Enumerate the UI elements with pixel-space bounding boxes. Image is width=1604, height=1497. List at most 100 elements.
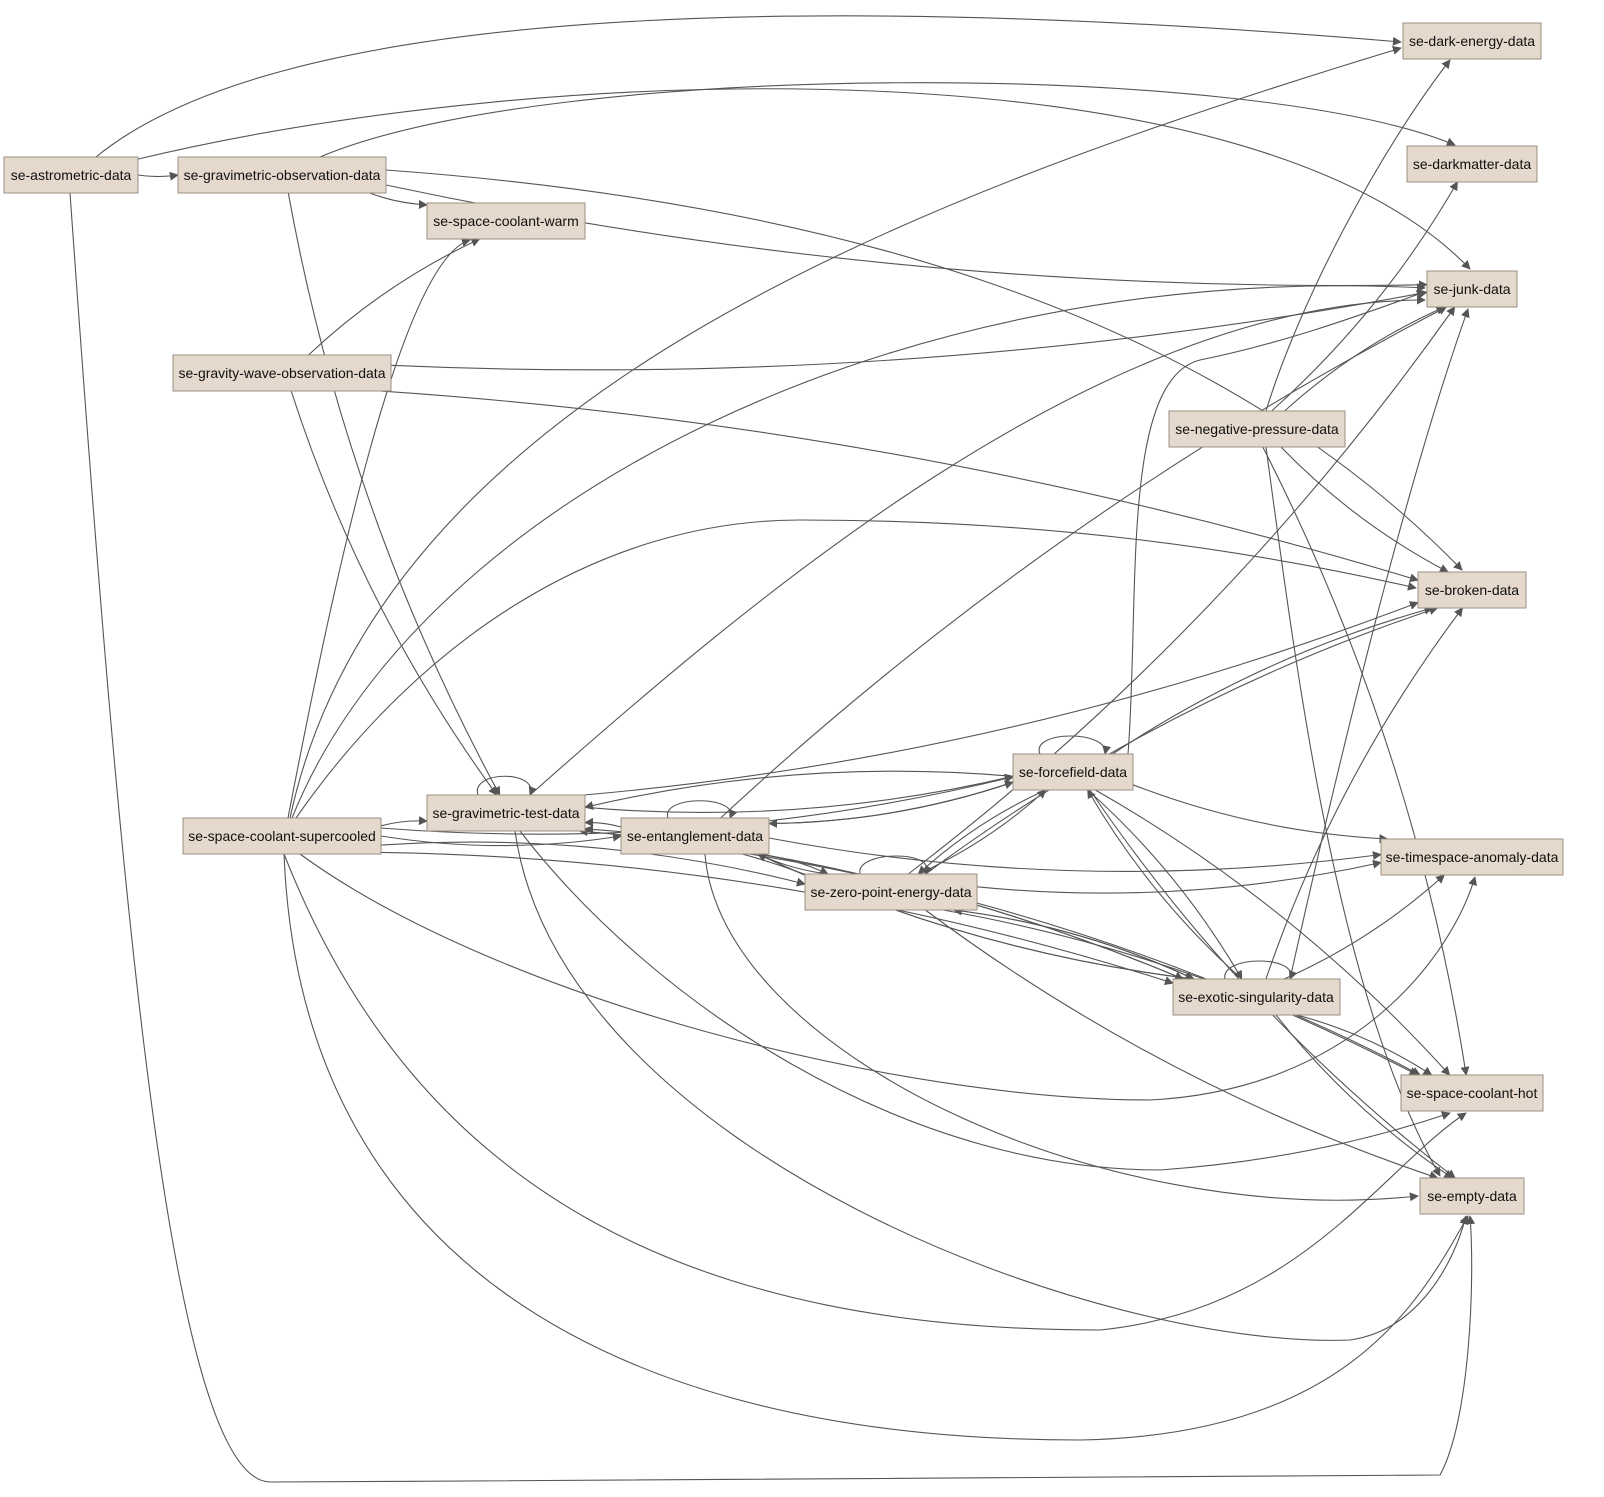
node-label: se-exotic-singularity-data: [1178, 989, 1334, 1005]
edge-ent-to-junk: [720, 306, 1448, 819]
node-label: se-entanglement-data: [627, 828, 763, 844]
node-zero-point-energy-data[interactable]: se-zero-point-energy-data: [804, 873, 978, 911]
edge-super-to-broken: [295, 519, 1417, 819]
node-label: se-empty-data: [1427, 1188, 1517, 1204]
edge-negp-to-broken: [1280, 446, 1449, 573]
edge-exotic-to-exotic: [1224, 960, 1298, 980]
edge-exotic-to-zpe: [952, 906, 1195, 980]
edge-exotic-to-hot: [1296, 1014, 1433, 1076]
edge-astro-to-gravobs: [137, 171, 179, 181]
node-dark-energy-data[interactable]: se-dark-energy-data: [1402, 22, 1542, 60]
edge-force-to-gtest: [584, 770, 1014, 810]
node-junk-data[interactable]: se-junk-data: [1426, 270, 1518, 308]
node-label: se-gravimetric-test-data: [432, 805, 579, 821]
edge-gravobs-to-gtest: [287, 192, 501, 796]
edge-super-to-hot: [283, 853, 1467, 1331]
edge-gtest-to-empty: [514, 830, 1469, 1341]
edges-layer: [69, 15, 1477, 1483]
edge-negp-to-hot: [1262, 446, 1470, 1076]
edge-force-to-exotic: [1087, 789, 1243, 980]
edge-zpe-to-hot: [942, 909, 1421, 1076]
edge-gravobs-to-warm: [369, 192, 428, 209]
edge-gtest-to-force: [584, 773, 1014, 813]
edge-gwave-to-gtest: [290, 390, 498, 796]
edge-force-to-tsa: [1132, 784, 1389, 844]
node-negative-pressure-data[interactable]: se-negative-pressure-data: [1168, 410, 1346, 448]
edge-gtest-to-hot: [519, 830, 1451, 1171]
edge-zpe-to-empty: [925, 909, 1439, 1180]
edge-super-to-tsa: [299, 853, 1477, 1101]
edge-super-to-dark: [289, 46, 1402, 819]
edge-super-to-zpe: [380, 841, 806, 887]
edge-negp-to-dm: [1271, 181, 1458, 412]
edge-ent-to-ent: [667, 800, 738, 819]
node-forcefield-data[interactable]: se-forcefield-data: [1012, 753, 1134, 791]
edge-gwave-to-broken: [380, 390, 1419, 583]
node-label: se-timespace-anomaly-data: [1386, 849, 1559, 865]
node-label: se-broken-data: [1425, 582, 1519, 598]
edge-exotic-to-empty: [1275, 1014, 1454, 1179]
node-label: se-gravity-wave-observation-data: [179, 365, 386, 381]
node-label: se-negative-pressure-data: [1175, 421, 1339, 437]
edge-super-to-ent: [380, 832, 622, 847]
edge-gtest-to-gtest: [476, 775, 538, 796]
node-label: se-darkmatter-data: [1413, 156, 1531, 172]
edge-gwave-to-warm: [308, 238, 481, 356]
edge-ent-to-tsa: [768, 837, 1382, 872]
edge-super-to-gtest: [380, 816, 428, 827]
node-space-coolant-supercooled[interactable]: se-space-coolant-supercooled: [182, 817, 382, 855]
edge-force-to-ent: [768, 781, 1014, 828]
node-label: se-gravimetric-observation-data: [184, 167, 381, 183]
edge-force-to-broken: [1112, 605, 1434, 755]
edge-zpe-to-broken: [925, 606, 1439, 875]
node-label: se-space-coolant-supercooled: [188, 828, 376, 844]
node-label: se-forcefield-data: [1019, 764, 1127, 780]
edge-exotic-to-broken: [1265, 607, 1464, 980]
node-label: se-astrometric-data: [11, 167, 132, 183]
node-gravimetric-test-data[interactable]: se-gravimetric-test-data: [426, 794, 586, 832]
edge-astro-to-empty: [69, 192, 1476, 1483]
edge-gwave-to-junk: [390, 289, 1428, 371]
node-gravimetric-observation-data[interactable]: se-gravimetric-observation-data: [177, 156, 387, 194]
edge-zpe-to-force: [918, 789, 1047, 875]
node-empty-data[interactable]: se-empty-data: [1419, 1177, 1525, 1215]
node-broken-data[interactable]: se-broken-data: [1417, 571, 1527, 609]
edge-force-to-force: [1038, 735, 1112, 755]
node-label: se-zero-point-energy-data: [810, 884, 971, 900]
node-astrometric-data[interactable]: se-astrometric-data: [3, 156, 139, 194]
edge-force-to-junk: [1127, 290, 1426, 755]
edge-force-to-zpe: [917, 789, 1046, 875]
edge-negp-to-dark: [1265, 59, 1451, 412]
edge-zpe-to-zpe: [859, 855, 934, 875]
node-exotic-singularity-data[interactable]: se-exotic-singularity-data: [1172, 978, 1341, 1016]
edge-exotic-to-tsa: [1283, 874, 1445, 980]
edge-negp-to-empty: [1265, 446, 1441, 1177]
edge-gtest-to-junk: [529, 295, 1426, 796]
edge-ent-to-empty: [704, 853, 1419, 1202]
node-space-coolant-hot[interactable]: se-space-coolant-hot: [1400, 1074, 1544, 1112]
node-label: se-dark-energy-data: [1409, 33, 1535, 49]
node-gravity-wave-observation-data[interactable]: se-gravity-wave-observation-data: [172, 354, 392, 392]
edge-negp-to-junk: [1284, 306, 1446, 412]
node-label: se-junk-data: [1433, 281, 1510, 297]
edge-gravobs-to-dm: [319, 82, 1456, 158]
edge-zpe-to-junk: [907, 306, 1456, 875]
edge-exotic-to-force: [1087, 789, 1243, 980]
node-timespace-anomaly-data[interactable]: se-timespace-anomaly-data: [1380, 838, 1564, 876]
edge-force-to-hot: [1095, 789, 1451, 1076]
node-label: se-space-coolant-hot: [1407, 1085, 1538, 1101]
edge-super-to-exotic: [380, 851, 1174, 985]
edge-ent-to-gtest: [584, 817, 622, 828]
edge-astro-to-junk: [133, 88, 1471, 270]
edge-super-to-junk: [291, 283, 1426, 819]
edge-zpe-to-tsa: [976, 859, 1382, 894]
edge-super-to-empty: [283, 853, 1469, 1441]
node-darkmatter-data[interactable]: se-darkmatter-data: [1406, 145, 1538, 183]
node-label: se-space-coolant-warm: [433, 213, 579, 229]
node-space-coolant-warm[interactable]: se-space-coolant-warm: [426, 202, 586, 240]
edge-astro-to-dark: [95, 15, 1402, 158]
edge-gtest-to-broken: [583, 601, 1419, 796]
edge-super-to-warm: [287, 237, 471, 819]
node-entanglement-data[interactable]: se-entanglement-data: [620, 817, 770, 855]
